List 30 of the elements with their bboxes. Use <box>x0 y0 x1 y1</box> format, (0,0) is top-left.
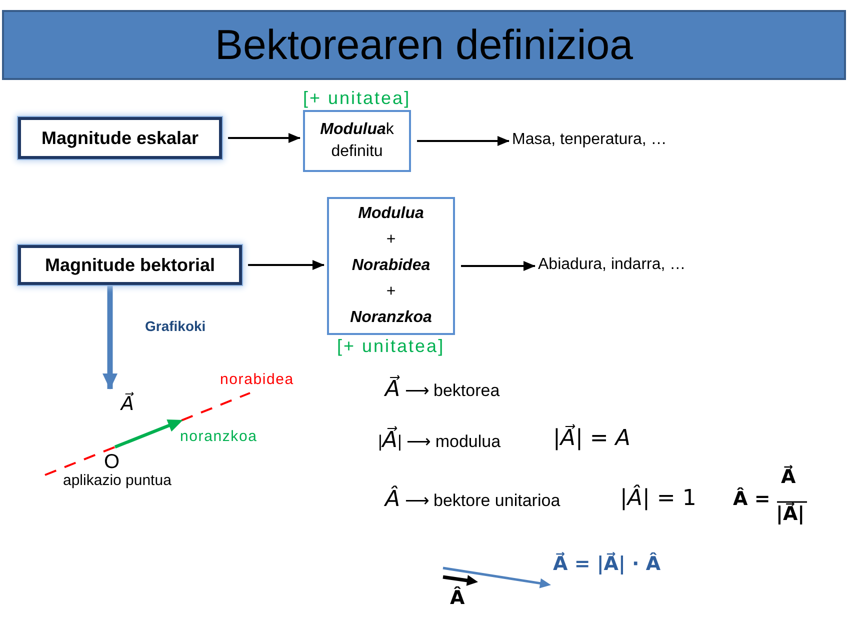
arrow <box>228 133 300 143</box>
arrow <box>461 261 536 271</box>
fraction-numerator: A⃗ <box>781 466 796 489</box>
formula: A⃗ ⟶ bektorea <box>385 377 500 404</box>
formula: Â ⟶ bektore unitarioa <box>385 487 560 514</box>
unit-note: [+ unitatea] <box>303 88 411 109</box>
title-banner: Bektorearen definizioa <box>2 10 846 80</box>
example-text: Abiadura, indarra, … <box>538 256 686 274</box>
equation: |A⃗| = A <box>553 426 630 452</box>
example-text: Masa, tenperatura, … <box>512 131 667 149</box>
point-label: O <box>104 450 120 474</box>
equation: A⃗ = |A⃗| · Â <box>553 553 661 576</box>
point-caption: aplikazio puntua <box>63 472 172 490</box>
property-box: Modulua + Norabidea + Noranzkoa <box>327 197 455 335</box>
arrow-label: noranzkoa <box>180 428 258 446</box>
edge-label: Grafikoki <box>145 318 206 334</box>
category-box: Magnitude bektorial <box>18 245 242 285</box>
arrow <box>417 136 510 146</box>
unit-note: [+ unitatea] <box>337 336 445 357</box>
equation: |Â| = 1 <box>620 486 696 512</box>
equation: Â = <box>733 488 770 511</box>
formula: |A⃗| ⟶ modulua <box>378 428 501 454</box>
vector-symbol: A⃗ <box>121 393 134 416</box>
fraction-denominator: |A⃗| <box>776 503 805 526</box>
category-box: Magnitude eskalar <box>18 117 222 159</box>
arrow <box>248 260 324 270</box>
arrow <box>102 286 118 390</box>
vector-symbol: Â <box>450 587 465 610</box>
line-label: norabidea <box>220 371 294 389</box>
property-box: Moduluak definitu <box>303 110 411 172</box>
